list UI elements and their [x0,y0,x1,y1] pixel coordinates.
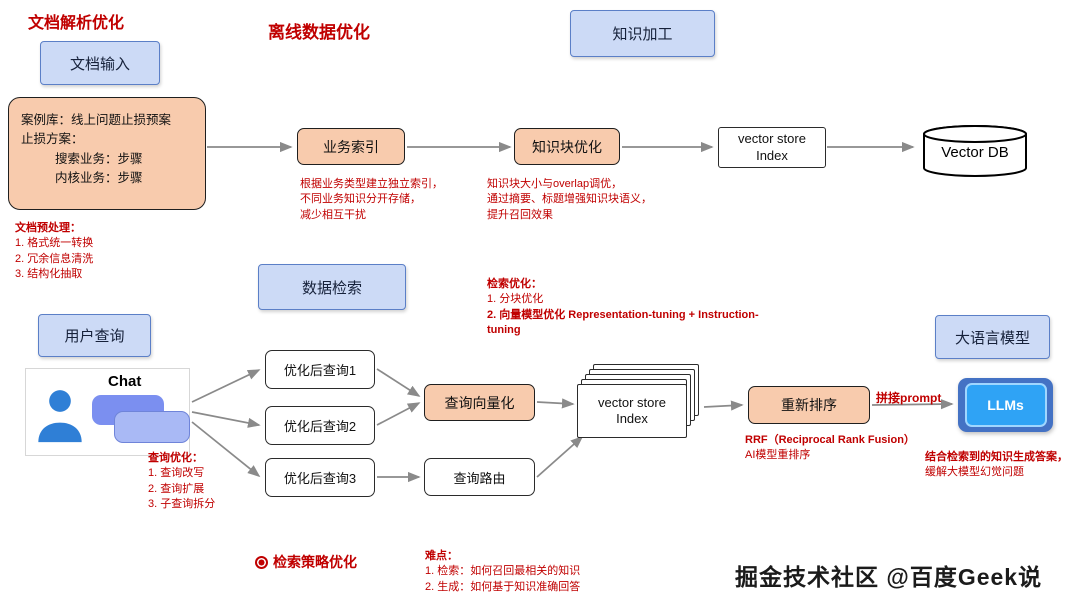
stage-data-retrieval: 数据检索 [258,264,406,310]
target-icon [255,556,268,569]
user-icon [38,390,82,443]
note-line: 2. 查询扩展 [148,482,205,495]
retrieval-notes-title: 检索优化： [487,278,542,290]
doc-note-item: 1. 格式统一转换 [15,237,94,250]
case-line: 止损方案： [21,132,84,147]
chat-illustration: Chat [25,368,190,456]
doc-notes: 文档预处理： 1. 格式统一转换 2. 冗余信息清洗 3. 结构化抽取 [15,221,185,283]
node-vector-store-index: vector store Index [718,127,826,168]
annotation-prompt-concat: 拼接prompt [876,391,942,405]
node-vector-db: Vector DB [920,124,1030,178]
note-line: 2. 生成：如何基于知识准确回答 [425,580,581,593]
chat-notes: 查询优化： 1. 查询改写 2. 查询扩展 3. 子查询拆分 [148,451,278,513]
note-line: 1. 检索：如何召回最相关的知识 [425,565,581,578]
note-line: 减少相互干扰 [300,208,366,221]
node-index-stack: vector store Index [577,364,705,438]
case-library-box: 案例库：线上问题止损预案 止损方案： 搜索业务：步骤 内核业务：步骤 [8,97,206,210]
node-rerank: 重新排序 [748,386,870,424]
llm-notes: 结合检索到的知识生成答案， 缓解大模型幻觉问题 [925,450,1080,481]
note-line: 结合检索到的知识生成答案， [925,451,1068,463]
stack-front: vector store Index [577,384,687,438]
node-query-route: 查询路由 [424,458,535,496]
node-optimized-query-1: 优化后查询1 [265,350,375,389]
doc-note-item: 2. 冗余信息清洗 [15,252,94,265]
node-business-index: 业务索引 [297,128,405,165]
note-line: 1. 分块优化 [487,293,544,306]
node-optimized-query-3: 优化后查询3 [265,458,375,497]
case-line: 案例库：线上问题止损预案 [21,113,172,127]
doc-notes-title: 文档预处理： [15,222,81,234]
node-llms: LLMs [958,378,1053,432]
issues-notes: 难点： 1. 检索：如何召回最相关的知识 2. 生成：如何基于知识准确回答 [425,549,725,595]
note-line: 不同业务知识分开存储， [300,193,421,206]
annotation-doc-parse: 文档解析优化 [28,15,125,32]
chat-bubble-icon [114,411,190,443]
stage-doc-input: 文档输入 [40,41,160,85]
rerank-notes: RRF（Reciprocal Rank Fusion） AI模型重排序 [745,433,925,464]
note-line: RRF（Reciprocal Rank Fusion） [745,434,915,446]
note-line: 提升召回效果 [487,208,553,221]
case-line: 搜索业务：步骤 [55,151,143,166]
chunk-opt-notes: 知识块大小与overlap调优， 通过摘要、标题增强知识块语义， 提升召回效果 [487,177,697,223]
node-query-vectorize: 查询向量化 [424,384,535,421]
stage-knowledge-processing: 知识加工 [570,10,715,57]
note-line: 根据业务类型建立独立索引， [300,178,443,190]
retrieval-notes: 检索优化： 1. 分块优化 2. 向量模型优化 Representation-t… [487,277,787,339]
node-chunk-optimization: 知识块优化 [514,128,620,165]
business-index-notes: 根据业务类型建立独立索引， 不同业务知识分开存储， 减少相互干扰 [300,177,475,223]
vector-db-label: Vector DB [941,144,1009,161]
llms-chip: LLMs [964,383,1047,427]
note-line: AI模型重排序 [745,449,811,462]
strategy-label: 检索策略优化 [273,554,357,570]
note-line: 2. 向量模型优化 Representation-tuning + Instru… [487,308,759,337]
issues-title: 难点： [425,550,458,562]
note-line: 知识块大小与overlap调优， [487,178,623,190]
node-optimized-query-2: 优化后查询2 [265,406,375,445]
watermark: 掘金技术社区 @百度Geek说 [735,564,1043,590]
annotation-offline-opt: 离线数据优化 [268,23,370,42]
database-cylinder-icon [923,125,1027,177]
chat-notes-title: 查询优化： [148,452,203,464]
case-line: 内核业务：步骤 [55,171,143,186]
note-line: 1. 查询改写 [148,467,205,480]
vector-store-line: Index [756,147,788,163]
stage-llm: 大语言模型 [935,315,1050,359]
vector-store-line: Index [616,411,648,426]
note-line: 3. 子查询拆分 [148,498,216,511]
doc-note-item: 3. 结构化抽取 [15,268,83,281]
vector-store-line: vector store [738,131,806,147]
chat-label: Chat [108,373,142,390]
note-line: 通过摘要、标题增强知识块语义， [487,193,652,206]
vector-store-line: vector store [598,394,666,410]
stage-user-query: 用户查询 [38,314,151,357]
annotation-strategy: 检索策略优化 [255,552,357,572]
note-line: 缓解大模型幻觉问题 [925,466,1024,479]
